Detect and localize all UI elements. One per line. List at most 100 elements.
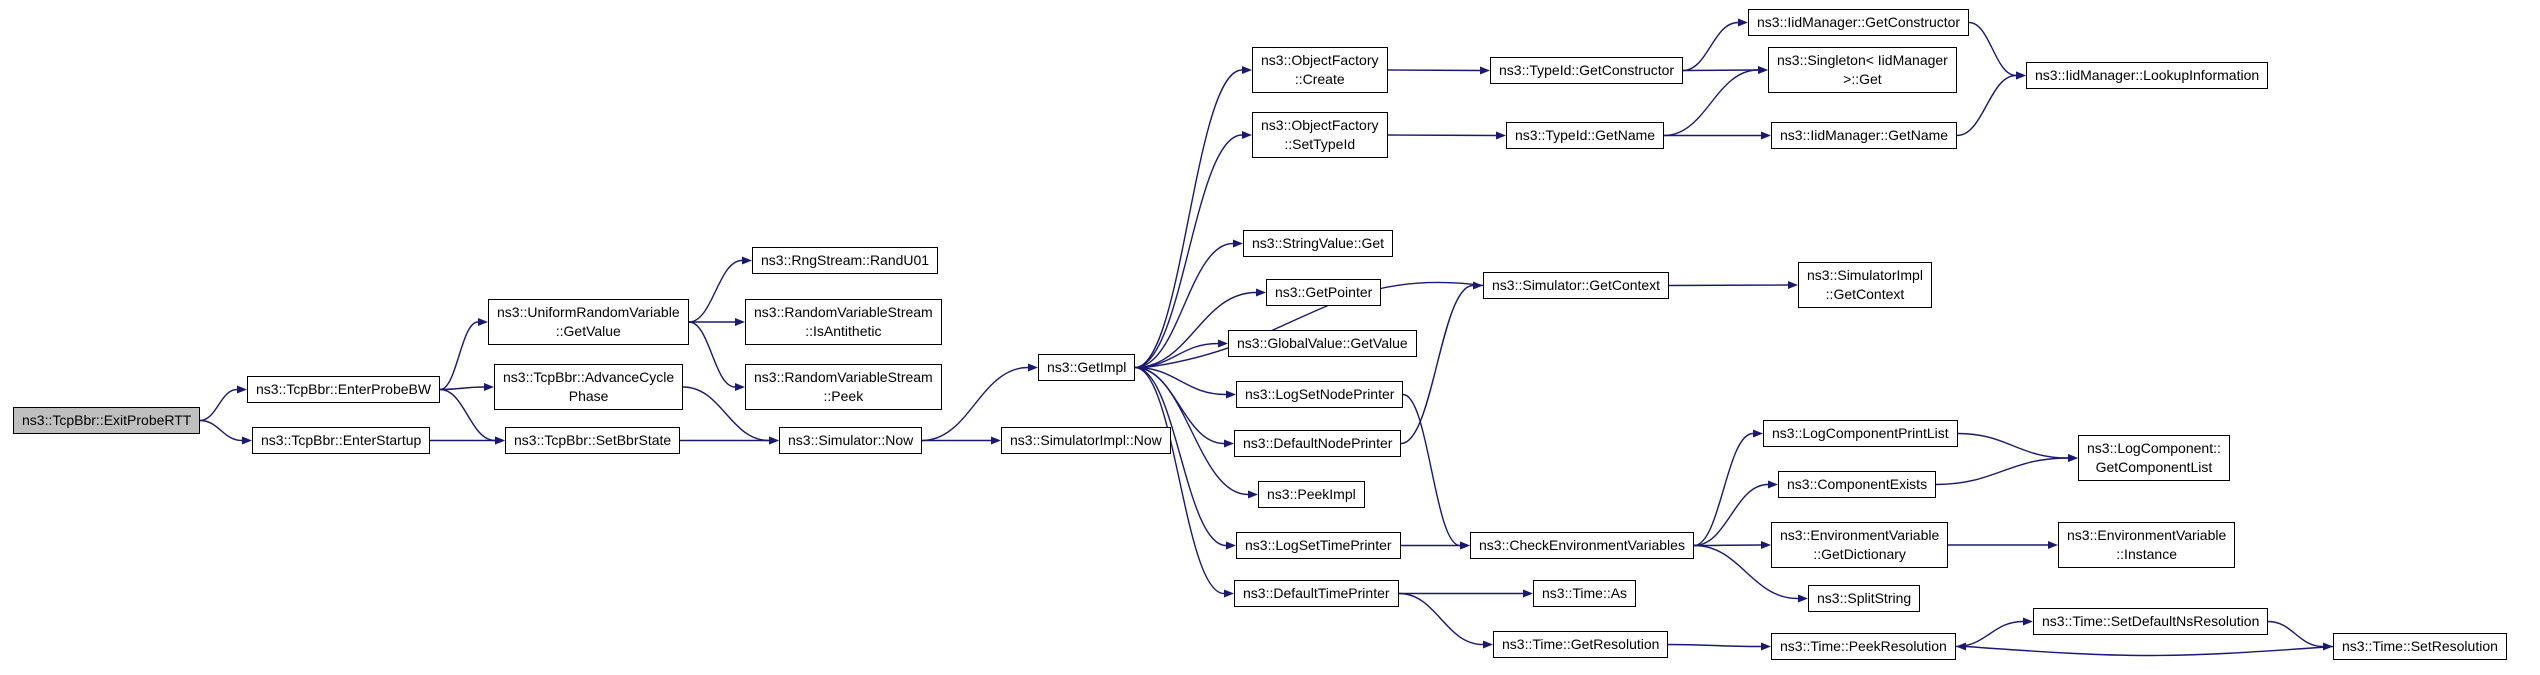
arrowhead-icon [1480, 66, 1490, 75]
arrowhead-icon [1768, 480, 1778, 489]
graph-node-default_time_printer[interactable]: ns3::DefaultTimePrinter [1234, 580, 1399, 607]
graph-node-enter_probe_bw[interactable]: ns3::TcpBbr::EnterProbeBW [247, 376, 441, 403]
call-edge-enter_probe_bw--urv_get_value [439, 321, 479, 391]
graph-node-label: ns3::RandomVariableStream [754, 304, 933, 320]
call-edge-urv_get_value--rvs_peek [688, 321, 736, 388]
graph-node-peek_impl[interactable]: ns3::PeekImpl [1258, 481, 1365, 508]
call-edge-check_env_vars--component_exists [1693, 483, 1769, 547]
graph-node-log_comp_get_component_list[interactable]: ns3::LogComponent::GetComponentList [2078, 435, 2230, 481]
graph-node-time_get_resolution[interactable]: ns3::Time::GetResolution [1493, 631, 1669, 658]
arrowhead-icon [1135, 363, 1145, 372]
call-edge-get_impl--default_time_printer [1134, 366, 1225, 595]
graph-node-split_string[interactable]: ns3::SplitString [1808, 585, 1921, 612]
graph-node-get_impl[interactable]: ns3::GetImpl [1038, 354, 1136, 381]
graph-node-of_set_type_id[interactable]: ns3::ObjectFactory::SetTypeId [1252, 112, 1388, 158]
arrowhead-icon [1460, 541, 1470, 550]
graph-node-label: ns3::DefaultTimePrinter [1243, 585, 1390, 601]
graph-node-label: ::Peek [823, 387, 864, 404]
arrowhead-icon [735, 318, 745, 326]
graph-node-sim_now[interactable]: ns3::Simulator::Now [779, 427, 923, 454]
arrowhead-icon [1483, 640, 1493, 649]
graph-node-env_var_instance[interactable]: ns3::EnvironmentVariable::Instance [2058, 522, 2236, 568]
graph-node-log_set_node_printer[interactable]: ns3::LogSetNodePrinter [1236, 381, 1404, 408]
graph-node-component_exists[interactable]: ns3::ComponentExists [1778, 471, 1937, 498]
graph-node-time_set_default_ns_resolution[interactable]: ns3::Time::SetDefaultNsResolution [2033, 608, 2269, 635]
graph-node-label: ns3::StringValue::Get [1252, 235, 1385, 251]
call-edge-type_id_get_constructor--singleton_get [1682, 69, 1759, 72]
arrowhead-icon [1242, 131, 1252, 139]
graph-node-label: ::IsAntithetic [805, 322, 882, 339]
call-edge-iid_get_constructor--iid_lookup_information [1968, 21, 2017, 77]
arrowhead-icon [1218, 339, 1228, 348]
graph-node-label: ns3::ObjectFactory [1261, 52, 1379, 68]
graph-node-of_create[interactable]: ns3::ObjectFactory::Create [1252, 47, 1388, 93]
arrowhead-icon [237, 385, 247, 394]
graph-node-label: ns3::DefaultNodePrinter [1243, 435, 1393, 451]
call-edge-type_id_get_constructor--iid_get_constructor [1682, 21, 1739, 72]
graph-node-global_value_get_value[interactable]: ns3::GlobalValue::GetValue [1228, 330, 1417, 357]
graph-node-label: ns3::UniformRandomVariable [497, 304, 680, 320]
graph-node-singleton_get[interactable]: ns3::Singleton< IidManager>::Get [1768, 47, 1957, 93]
graph-node-get_pointer[interactable]: ns3::GetPointer [1266, 279, 1382, 306]
graph-node-env_var_get_dictionary[interactable]: ns3::EnvironmentVariable::GetDictionary [1771, 522, 1949, 568]
call-edge-exit_probe_rtt--enter_probe_bw [199, 388, 238, 422]
arrowhead-icon [735, 383, 745, 391]
graph-node-default_node_printer[interactable]: ns3::DefaultNodePrinter [1234, 430, 1402, 457]
graph-node-label: ns3::TcpBbr::AdvanceCycle [503, 369, 675, 385]
call-edge-of_create--type_id_get_constructor [1387, 69, 1481, 72]
graph-node-log_set_time_printer[interactable]: ns3::LogSetTimePrinter [1236, 532, 1401, 559]
call-edge-default_node_printer--sim_get_context [1400, 284, 1474, 445]
graph-node-label: ns3::Time::SetDefaultNsResolution [2042, 613, 2260, 629]
call-edge-exit_probe_rtt--enter_startup [199, 419, 243, 442]
graph-node-is_antithetic[interactable]: ns3::RandomVariableStream::IsAntithetic [745, 299, 942, 345]
arrowhead-icon [1224, 589, 1234, 598]
call-edge-component_exists--log_comp_get_component_list [1935, 457, 2069, 486]
graph-node-time_peek_resolution[interactable]: ns3::Time::PeekResolution [1771, 633, 1956, 660]
graph-node-string_value_get[interactable]: ns3::StringValue::Get [1243, 230, 1394, 257]
graph-node-log_component_print_list[interactable]: ns3::LogComponentPrintList [1763, 420, 1958, 447]
graph-node-type_id_get_name[interactable]: ns3::TypeId::GetName [1506, 122, 1665, 149]
graph-node-enter_startup[interactable]: ns3::TcpBbr::EnterStartup [252, 427, 431, 454]
graph-node-label: ns3::RandomVariableStream [754, 369, 933, 385]
graph-node-label: ::Instance [2116, 545, 2177, 562]
graph-node-label: ns3::GetImpl [1047, 359, 1127, 375]
graph-node-urv_get_value[interactable]: ns3::UniformRandomVariable::GetValue [488, 299, 689, 345]
graph-node-label: GetComponentList [2095, 458, 2213, 475]
graph-node-time_set_resolution[interactable]: ns3::Time::SetResolution [2333, 633, 2507, 660]
graph-node-sim_impl_get_context[interactable]: ns3::SimulatorImpl::GetContext [1798, 262, 1932, 308]
call-edge-time_set_default_ns_resolution--time_set_resolution [2267, 620, 2324, 648]
graph-node-sim_get_context[interactable]: ns3::Simulator::GetContext [1483, 272, 1670, 299]
graph-node-check_env_vars[interactable]: ns3::CheckEnvironmentVariables [1470, 532, 1694, 559]
graph-node-label: ns3::TcpBbr::EnterProbeBW [256, 381, 432, 397]
graph-node-label: ns3::SplitString [1817, 590, 1912, 606]
graph-node-type_id_get_constructor[interactable]: ns3::TypeId::GetConstructor [1490, 57, 1684, 84]
graph-node-set_bbr_state[interactable]: ns3::TcpBbr::SetBbrState [505, 427, 681, 454]
graph-node-rvs_peek[interactable]: ns3::RandomVariableStream::Peek [745, 364, 942, 410]
arrowhead-icon [1956, 642, 1966, 651]
graph-node-label: ns3::TcpBbr::ExitProbeRTT [22, 412, 192, 428]
call-edge-type_id_get_name--singleton_get [1663, 69, 1759, 137]
graph-node-time_as[interactable]: ns3::Time::As [1533, 580, 1637, 607]
graph-node-iid_get_name[interactable]: ns3::IidManager::GetName [1771, 122, 1958, 149]
graph-node-sim_impl_now[interactable]: ns3::SimulatorImpl::Now [1001, 427, 1171, 454]
call-edge-check_env_vars--log_component_print_list [1693, 432, 1754, 547]
arrowhead-icon [742, 256, 752, 265]
call-edge-advance_cycle_phase--sim_now [682, 386, 770, 442]
graph-node-exit_probe_rtt[interactable]: ns3::TcpBbr::ExitProbeRTT [13, 407, 201, 434]
call-edge-get_impl--string_value_get [1134, 242, 1234, 369]
graph-node-label: ns3::ComponentExists [1787, 476, 1928, 492]
arrowhead-icon [1758, 66, 1768, 74]
call-edge-sim_get_context--sim_impl_get_context [1668, 284, 1789, 287]
call-edge-sim_get_context--get_impl [1144, 281, 1484, 369]
call-edge-get_impl--peek_impl [1134, 366, 1249, 496]
arrowhead-icon [2048, 541, 2058, 549]
arrowhead-icon [1496, 131, 1506, 140]
arrowhead-icon [1761, 642, 1771, 651]
graph-node-label: ns3::IidManager::LookupInformation [2035, 67, 2260, 83]
graph-node-rand_u01[interactable]: ns3::RngStream::RandU01 [752, 247, 939, 274]
graph-node-label: ::GetValue [555, 322, 621, 339]
graph-node-iid_lookup_information[interactable]: ns3::IidManager::LookupInformation [2026, 62, 2269, 89]
graph-node-iid_get_constructor[interactable]: ns3::IidManager::GetConstructor [1748, 9, 1970, 36]
